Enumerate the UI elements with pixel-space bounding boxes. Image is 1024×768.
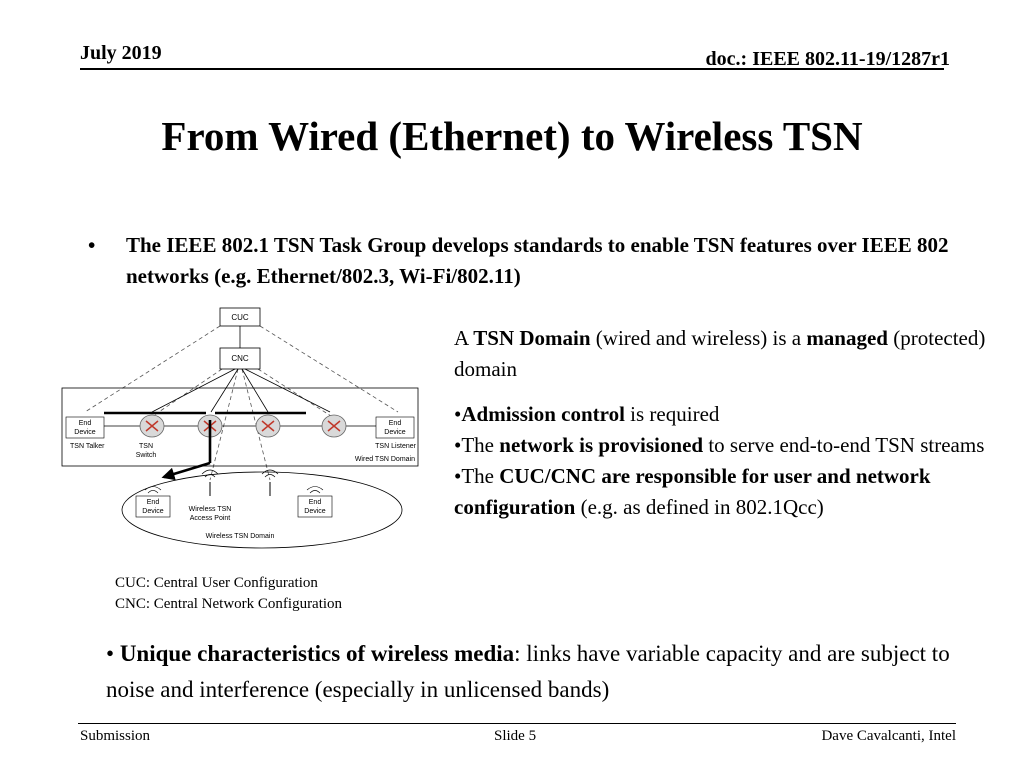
desc-cuc-cnc: •The CUC/CNC are responsible for user an… [454, 464, 931, 519]
legend-cuc: CUC: Central User Configuration [115, 575, 318, 591]
bullet-marker: • [88, 233, 96, 257]
switch-icon [255, 414, 281, 438]
desc-tsn-domain: A TSN Domain (wired and wireless) is a m… [454, 326, 986, 381]
tsn-domain-description: A TSN Domain (wired and wireless) is a m… [454, 323, 1004, 523]
bullet-text: The IEEE 802.1 TSN Task Group develops s… [126, 233, 949, 288]
header-divider [80, 68, 944, 70]
cuc-box: CUC [219, 307, 261, 327]
cnc-switch-links [151, 368, 331, 413]
wifi-icon [144, 486, 162, 494]
cuc-label: CUC [231, 313, 249, 322]
acronym-legend: CUC: Central User Configuration CNC: Cen… [115, 573, 342, 615]
footer-author: Dave Cavalcanti, Intel [821, 728, 956, 744]
wifi-icon [306, 486, 324, 494]
wireless-domain-ellipse [121, 471, 403, 549]
cnc-label: CNC [231, 354, 249, 363]
wired-domain-frame [61, 387, 419, 467]
footer-submission: Submission [80, 728, 151, 744]
header-doc-id: doc.: IEEE 802.11-19/1287r1 [705, 48, 950, 70]
footer-slide-number: Slide 5 [494, 728, 537, 744]
switch-icon [139, 414, 165, 438]
switch-icon [321, 414, 347, 438]
access-point-icons [201, 469, 279, 496]
cnc-box: CNC [219, 347, 261, 370]
bullet-wireless-characteristics: • Unique characteristics of wireless med… [106, 641, 950, 702]
wireless-domain-label: Wireless TSN Domain [206, 533, 275, 540]
header-date: July 2019 [80, 42, 162, 64]
desc-admission-control: •Admission control is required [454, 402, 720, 426]
desc-network-provisioned: •The network is provisioned to serve end… [454, 433, 985, 457]
tsn-switch-icons [139, 414, 347, 438]
stream-path [104, 411, 306, 481]
tsn-talker-label: TSN Talker [70, 443, 105, 450]
antenna-icon [201, 469, 219, 496]
footer-divider [78, 723, 956, 724]
legend-cnc: CNC: Central Network Configuration [115, 596, 343, 612]
tsn-listener-label: TSN Listener [375, 443, 417, 450]
antenna-icon [261, 469, 279, 496]
wired-domain-label: Wired TSN Domain [355, 456, 415, 463]
slide-title: From Wired (Ethernet) to Wireless TSN [161, 113, 863, 159]
